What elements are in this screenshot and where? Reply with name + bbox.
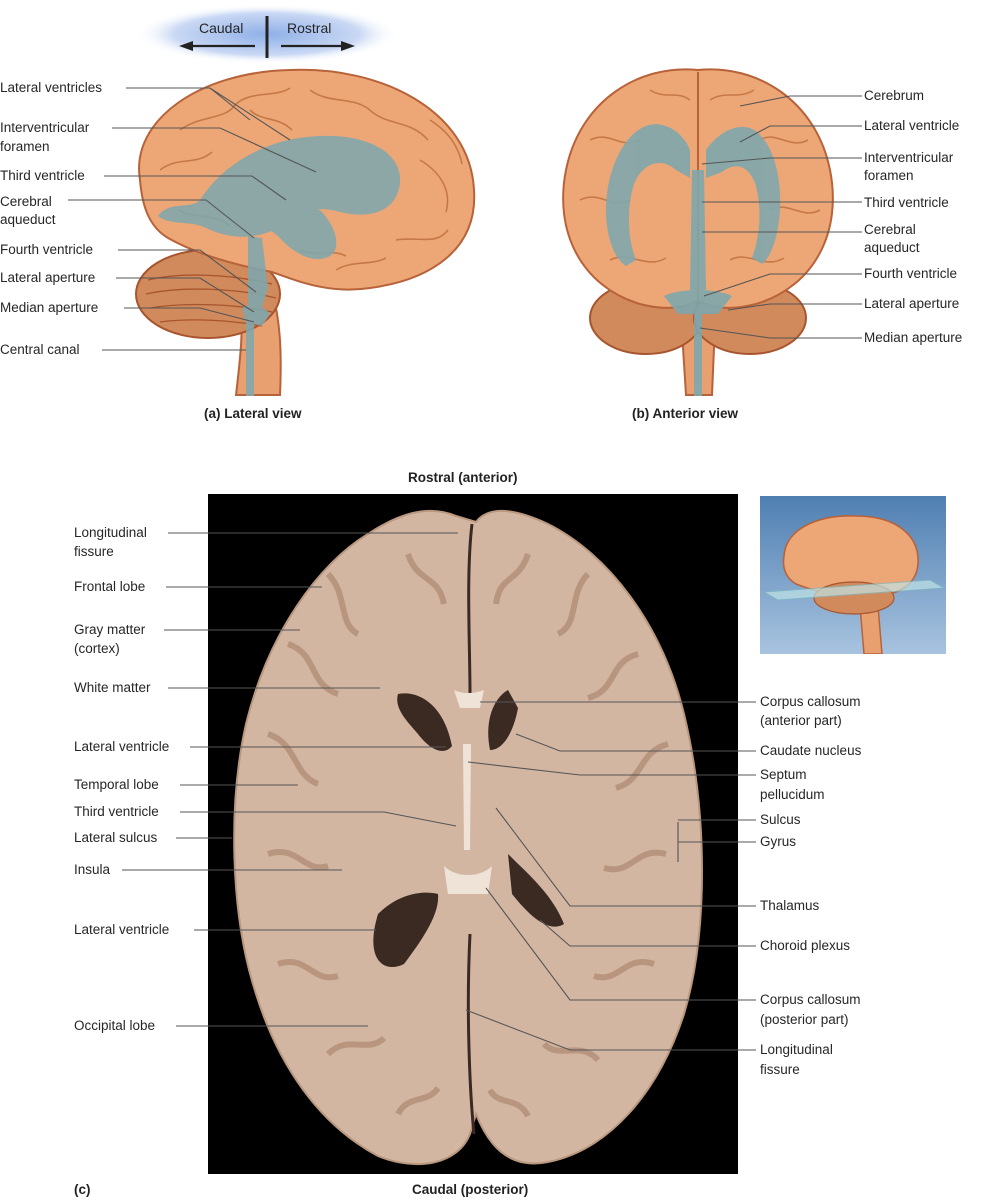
gray-matter-label-1: Gray matter	[74, 622, 146, 637]
frontal-lobe-label: Frontal lobe	[74, 579, 146, 594]
interventricular-label-b1: Interventricular	[864, 150, 954, 165]
anterior-view-leader-lines	[699, 95, 862, 339]
occipital-lobe-label: Occipital lobe	[74, 1018, 156, 1033]
choroid-plexus-label: Choroid plexus	[760, 938, 851, 953]
longitudinal-fissure-label-c1: Longitudinal	[74, 525, 147, 540]
orientation-glow	[135, 4, 399, 64]
white-matter-label: White matter	[74, 680, 151, 695]
panel-c-letter: (c)	[74, 1182, 91, 1197]
lateral-ventricle-label-b: Lateral ventricle	[864, 118, 960, 133]
orientation-inset	[760, 496, 946, 654]
caudal-posterior-caption: Caudal (posterior)	[412, 1182, 529, 1197]
fourth-ventricle-label-b: Fourth ventricle	[864, 266, 958, 281]
caudal-label: Caudal	[199, 20, 244, 36]
interventricular-label-a1: Interventricular	[0, 120, 90, 135]
central-canal-label: Central canal	[0, 342, 80, 357]
cerebral-aqueduct-label-b1: Cerebral	[864, 222, 916, 237]
insula-label: Insula	[74, 862, 111, 877]
brain-section-photo	[208, 494, 738, 1174]
sulcus-label: Sulcus	[760, 812, 801, 827]
cerebral-aqueduct-label-a2: aqueduct	[0, 212, 56, 227]
thalamus-label: Thalamus	[760, 898, 820, 913]
third-ventricle-label-c: Third ventricle	[74, 804, 159, 819]
inset-brain	[782, 515, 919, 598]
section-plane	[762, 579, 946, 601]
lateral-ventricle-label-c2: Lateral ventricle	[74, 922, 170, 937]
cerebral-aqueduct-label-a1: Cerebral	[0, 194, 52, 209]
corpus-callosum-posterior-label-1: Corpus callosum	[760, 992, 861, 1007]
longitudinal-fissure-label-c4: fissure	[760, 1062, 800, 1077]
longitudinal-fissure-label-c3: Longitudinal	[760, 1042, 833, 1057]
third-ventricle-label-a: Third ventricle	[0, 168, 85, 183]
interventricular-label-a2: foramen	[0, 139, 50, 154]
caudate-nucleus-label: Caudate nucleus	[760, 743, 862, 758]
longitudinal-fissure-label-c2: fissure	[74, 544, 114, 559]
lateral-aperture-label-b: Lateral aperture	[864, 296, 960, 311]
rostral-anterior-caption: Rostral (anterior)	[408, 470, 518, 485]
ventricle-system-anterior	[606, 124, 781, 396]
corpus-callosum-anterior-label-1: Corpus callosum	[760, 694, 861, 709]
anterior-view-caption: (b) Anterior view	[632, 406, 739, 421]
lateral-ventricles-label: Lateral ventricles	[0, 80, 103, 95]
lateral-view-illustration	[0, 60, 480, 400]
interventricular-label-b2: foramen	[864, 168, 914, 183]
lateral-aperture-label-a: Lateral aperture	[0, 270, 96, 285]
lateral-sulcus-label: Lateral sulcus	[74, 830, 158, 845]
ventricle-system	[158, 135, 401, 396]
anterior-view-illustration	[550, 60, 986, 400]
septum-pellucidum-label-1: Septum	[760, 767, 807, 782]
cerebrum-label: Cerebrum	[864, 88, 925, 103]
cerebral-aqueduct-label-b2: aqueduct	[864, 240, 920, 255]
lateral-ventricle-label-c1: Lateral ventricle	[74, 739, 170, 754]
rostral-label: Rostral	[287, 20, 332, 36]
corpus-callosum-posterior-label-2: (posterior part)	[760, 1012, 849, 1027]
corpus-callosum-anterior-label-2: (anterior part)	[760, 713, 842, 728]
lateral-view-leader-lines	[68, 87, 317, 351]
temporal-lobe-label: Temporal lobe	[74, 777, 159, 792]
lateral-view-caption: (a) Lateral view	[204, 406, 302, 421]
orientation-indicator: Caudal Rostral	[135, 2, 400, 64]
septum-pellucidum-label-2: pellucidum	[760, 787, 825, 802]
fourth-ventricle-label-a: Fourth ventricle	[0, 242, 94, 257]
median-aperture-label-b: Median aperture	[864, 330, 963, 345]
median-aperture-label-a: Median aperture	[0, 300, 99, 315]
cortex-folds	[266, 552, 669, 1118]
third-ventricle-label-b: Third ventricle	[864, 195, 949, 210]
gray-matter-label-2: (cortex)	[74, 641, 120, 656]
gyrus-label: Gyrus	[760, 834, 797, 849]
